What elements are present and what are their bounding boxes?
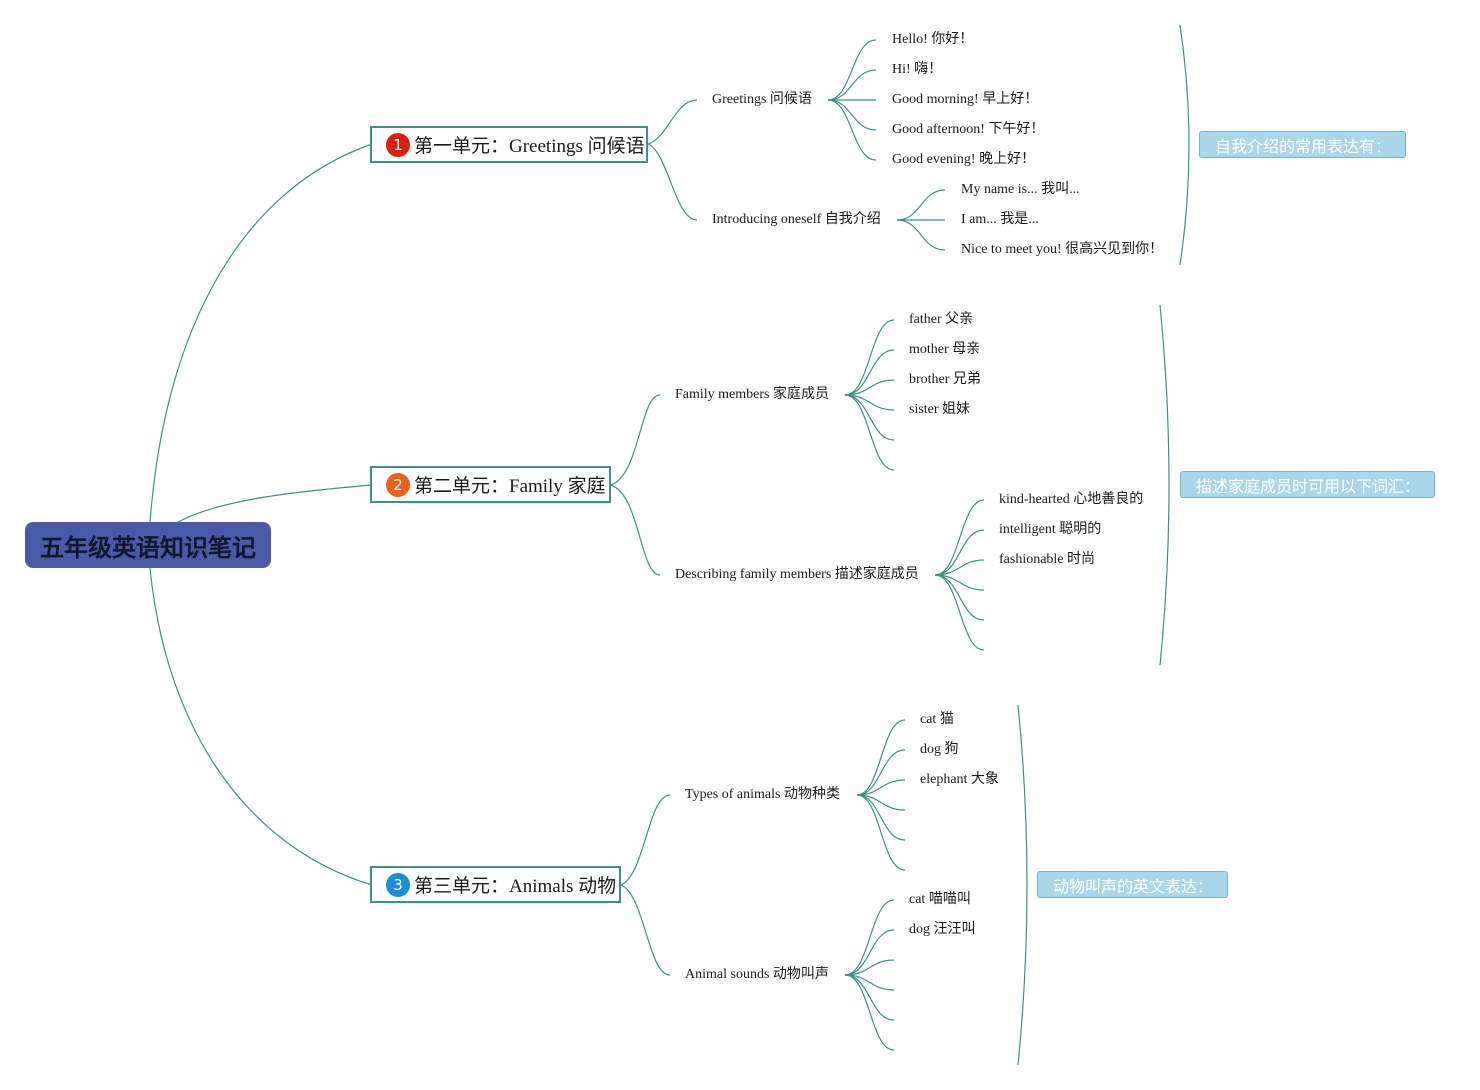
unit-3-topic[interactable]: 3 第三单元：Animals 动物 [370,866,621,903]
number-2-badge-icon: 2 [386,472,410,497]
topic-greetings[interactable]: Greetings 问候语 [712,92,812,107]
link-leaf [827,99,877,131]
unit-3-label: 第三单元：Animals 动物 [414,876,617,897]
link-leaf [856,794,906,841]
topic-introducing-oneself[interactable]: Introducing oneself 自我介绍 [712,212,881,227]
link-leaf [844,974,895,1021]
topic-family-members[interactable]: Family members 家庭成员 [675,387,829,402]
leaf-item[interactable]: Good morning! 早上好！ [892,92,1039,107]
topic-describing-family-members[interactable]: Describing family members 描述家庭成员 [675,567,919,582]
link-unit1-topic2 [647,143,698,221]
summary-unit-2[interactable]: 描述家庭成员时可用以下词汇： [1180,471,1435,498]
summary-brace-unit3 [1017,704,1028,1066]
link-root-unit2 [177,484,373,523]
leaf-item[interactable]: Nice to meet you! 很高兴见到你！ [961,242,1164,257]
leaf-item[interactable]: cat 猫 [920,712,954,727]
leaf-item[interactable]: Hello! 你好！ [892,32,974,47]
link-leaf [827,69,877,101]
leaf-item[interactable]: I am... 我是... [961,212,1039,227]
leaf-item[interactable]: Good afternoon! 下午好！ [892,122,1045,137]
leaf-item[interactable]: mother 母亲 [909,342,981,357]
link-leaf [934,529,985,576]
summary-unit-1[interactable]: 自我介绍的常用表达有： [1199,131,1406,158]
link-leaf [844,899,895,976]
link-unit3-topic1 [620,794,671,886]
link-leaf [844,379,895,396]
link-leaf [934,574,985,621]
link-leaf [896,219,946,251]
leaf-item[interactable]: dog 汪汪叫 [909,922,976,937]
summary-brace-unit2 [1159,304,1170,666]
unit-1-topic[interactable]: 1 第一单元：Greetings 问候语 [370,126,648,163]
root-topic[interactable]: 五年级英语知识笔记 [25,522,271,568]
leaf-item[interactable]: dog 狗 [920,742,959,757]
leaf-item[interactable]: sister 姐妹 [909,402,971,417]
link-leaf [844,349,895,396]
summary-brace-unit1 [1179,24,1190,266]
link-unit2-topic1 [610,394,661,486]
link-leaf [844,929,895,976]
leaf-item[interactable]: Good evening! 晚上好！ [892,152,1036,167]
number-1-badge-icon: 1 [386,132,410,157]
link-leaf [856,749,906,796]
topic-animal-sounds[interactable]: Animal sounds 动物叫声 [685,967,829,982]
link-root-unit1 [149,143,373,523]
leaf-item[interactable]: intelligent 聪明的 [999,522,1102,537]
leaf-item[interactable]: cat 喵喵叫 [909,892,971,907]
link-leaf [827,39,877,101]
link-leaf [844,974,895,1051]
leaf-item[interactable]: brother 兄弟 [909,372,981,387]
link-leaf [827,99,877,161]
summary-unit-3[interactable]: 动物叫声的英文表达： [1037,871,1228,898]
unit-2-label: 第二单元：Family 家庭 [414,476,606,497]
unit-1-label: 第一单元：Greetings 问候语 [414,136,645,157]
link-leaf [856,794,906,871]
link-leaf [934,499,985,576]
link-unit1-topic1 [647,99,698,145]
link-leaf [896,189,946,221]
link-leaf [844,394,895,471]
unit-2-topic[interactable]: 2 第二单元：Family 家庭 [370,466,611,503]
leaf-item[interactable]: elephant 大象 [920,772,999,787]
link-leaf [844,394,895,441]
link-leaf [844,319,895,396]
leaf-item[interactable]: kind-hearted 心地善良的 [999,492,1144,507]
link-leaf [856,779,906,796]
link-leaf [934,559,985,576]
leaf-item[interactable]: father 父亲 [909,312,974,327]
link-unit3-topic2 [620,884,671,976]
leaf-item[interactable]: fashionable 时尚 [999,552,1096,567]
leaf-item[interactable]: My name is... 我叫... [961,182,1080,197]
topic-types-of-animals[interactable]: Types of animals 动物种类 [685,787,840,802]
link-leaf [934,574,985,651]
link-root-unit3 [149,567,373,886]
link-leaf [844,959,895,976]
link-unit2-topic2 [610,484,661,576]
leaf-item[interactable]: Hi! 嗨！ [892,62,943,77]
link-leaf [856,719,906,796]
number-3-badge-icon: 3 [386,872,410,897]
